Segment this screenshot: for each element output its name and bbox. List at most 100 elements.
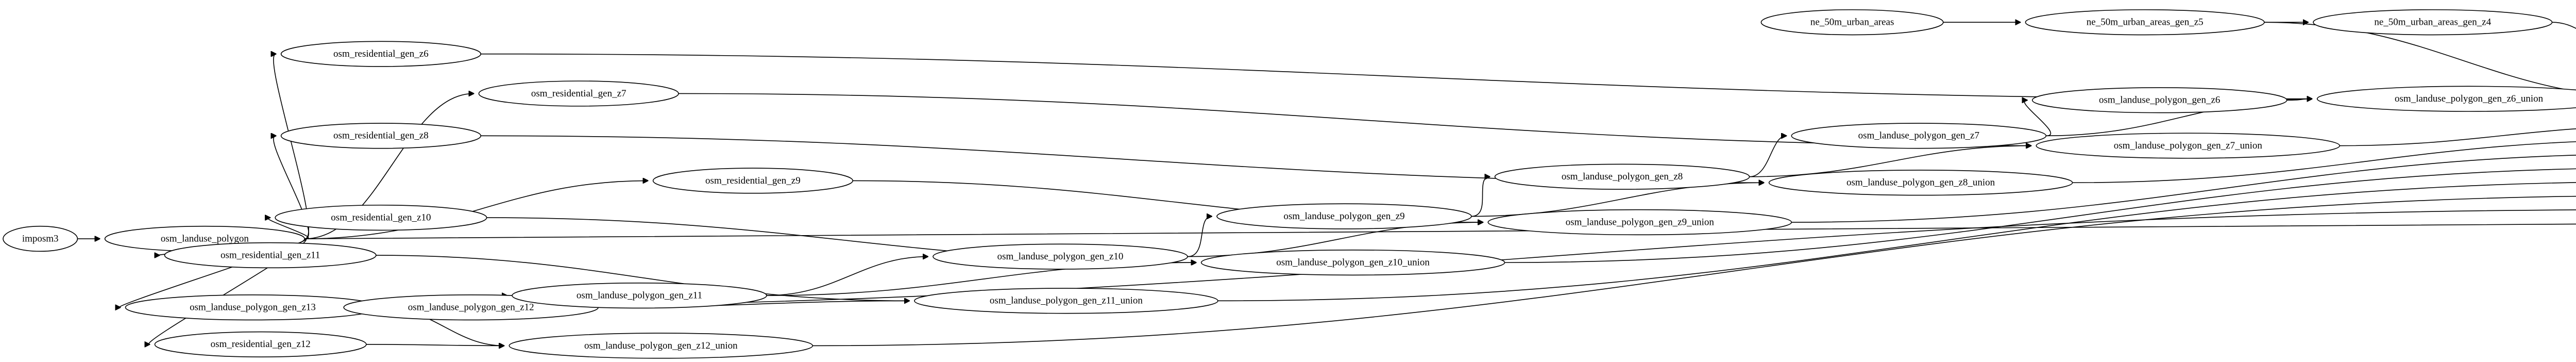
node-osm_landuse_polygon_gen_z8_union[interactable]: osm_landuse_polygon_gen_z8_union — [1768, 170, 2073, 196]
node-osm_landuse_polygon_gen_z9_union[interactable]: osm_landuse_polygon_gen_z9_union — [1487, 209, 1792, 236]
node-label: osm_residential_gen_z8 — [333, 130, 429, 141]
edge-osm_residential_gen_z7--to--osm_landuse_polygon_gen_z7_union — [678, 93, 2031, 145]
node-ellipse — [509, 333, 814, 359]
node-osm_landuse_polygon_gen_z11_union[interactable]: osm_landuse_polygon_gen_z11_union — [914, 288, 1218, 314]
node-label: osm_landuse_polygon — [161, 233, 249, 244]
edge-osm_landuse_polygon--to--osm_residential_gen_z9 — [304, 180, 648, 239]
node-label: osm_landuse_polygon_gen_z6 — [2099, 95, 2220, 106]
node-label: ne_50m_urban_areas — [1810, 17, 1894, 28]
node-label: osm_landuse_polygon_gen_z12 — [408, 302, 534, 313]
edge-osm_residential_gen_z12--to--osm_landuse_polygon_gen_z12_union — [366, 344, 504, 346]
edge-osm_landuse_polygon_gen_z8--to--osm_landuse_polygon_gen_z7 — [1749, 136, 1787, 177]
edge-osm_residential_gen_z11--to--osm_landuse_polygon_gen_z11_union — [376, 255, 909, 301]
node-label: ne_50m_urban_areas_gen_z4 — [2374, 17, 2491, 28]
edge-osm_landuse_polygon--to--osm_residential_gen_z7 — [304, 93, 473, 239]
node-ellipse — [1791, 123, 2047, 149]
node-label: osm_landuse_polygon_gen_z11 — [577, 290, 702, 301]
node-label: osm_landuse_polygon_gen_z10_union — [1276, 257, 1430, 268]
node-ellipse — [1494, 163, 1750, 190]
node-osm_residential_gen_z9[interactable]: osm_residential_gen_z9 — [652, 168, 853, 194]
edge-osm_landuse_polygon_gen_z9--to--osm_landuse_polygon_gen_z8 — [1471, 177, 1490, 217]
node-label: osm_residential_gen_z12 — [211, 339, 311, 350]
edge-osm_landuse_polygon_gen_z7_union--to--layer_landuse.z7 — [2340, 128, 2576, 146]
node-label: osm_landuse_polygon_gen_z8_union — [1846, 177, 1995, 188]
edge-osm_landuse_polygon_gen_z6--to--osm_landuse_polygon_gen_z6_union — [2286, 99, 2312, 101]
node-ellipse — [2031, 87, 2287, 113]
node-ellipse — [2036, 133, 2341, 159]
node-layer: imposm3 osm_landuse_polygon osm_residentia… — [3, 9, 2576, 359]
node-osm_landuse_polygon_gen_z11[interactable]: osm_landuse_polygon_gen_z11 — [512, 282, 767, 309]
node-ellipse — [280, 41, 482, 67]
node-ellipse — [164, 242, 377, 269]
node-osm_landuse_polygon_gen_z10_union[interactable]: osm_landuse_polygon_gen_z10_union — [1200, 249, 1505, 276]
node-ne_50m_urban_areas_gen_z4[interactable]: ne_50m_urban_areas_gen_z4 — [2313, 9, 2553, 36]
node-label: ne_50m_urban_areas_gen_z5 — [2087, 17, 2204, 28]
node-osm_residential_gen_z11[interactable]: osm_residential_gen_z11 — [164, 242, 377, 269]
node-ellipse — [1200, 249, 1505, 276]
node-label: osm_landuse_polygon_gen_z9_union — [1566, 217, 1715, 227]
edge-osm_landuse_polygon_gen_z9_union--to--layer_landuse.z9 — [1791, 155, 2576, 223]
node-label: osm_landuse_polygon_gen_z13 — [190, 302, 316, 313]
node-osm_landuse_polygon_gen_z12_union[interactable]: osm_landuse_polygon_gen_z12_union — [509, 333, 814, 359]
node-label: osm_landuse_polygon_gen_z11_union — [990, 295, 1143, 306]
node-osm_landuse_polygon_gen_z6_union[interactable]: osm_landuse_polygon_gen_z6_union — [2316, 86, 2576, 112]
node-label: osm_residential_gen_z9 — [705, 175, 801, 186]
node-ne_50m_urban_areas[interactable]: ne_50m_urban_areas — [1760, 9, 1944, 36]
node-label: imposm3 — [22, 233, 59, 244]
node-ellipse — [275, 204, 487, 231]
node-ellipse — [3, 225, 78, 252]
node-label: osm_landuse_polygon_gen_z9 — [1283, 211, 1404, 222]
edge-ne_50m_urban_areas_gen_z4--to--layer_landuse.z4 — [2552, 22, 2576, 29]
node-osm_landuse_polygon_gen_z6[interactable]: osm_landuse_polygon_gen_z6 — [2031, 87, 2287, 113]
node-osm_landuse_polygon_gen_z7_union[interactable]: osm_landuse_polygon_gen_z7_union — [2036, 133, 2341, 159]
edge-osm_landuse_polygon_gen_z7--to--osm_landuse_polygon_gen_z6 — [2024, 100, 2051, 137]
node-ellipse — [1487, 209, 1792, 236]
node-osm_residential_gen_z8[interactable]: osm_residential_gen_z8 — [280, 123, 482, 149]
edge-osm_landuse_polygon_gen_z11--to--osm_landuse_polygon_gen_z10 — [766, 257, 928, 296]
node-osm_residential_gen_z10[interactable]: osm_residential_gen_z10 — [275, 204, 487, 231]
node-osm_landuse_polygon_gen_z10[interactable]: osm_landuse_polygon_gen_z10 — [933, 243, 1188, 270]
node-ellipse — [2025, 9, 2265, 36]
node-label: osm_landuse_polygon_gen_z7 — [1858, 130, 1979, 141]
node-ellipse — [1760, 9, 1944, 36]
node-label: osm_landuse_polygon_gen_z10 — [997, 251, 1124, 262]
node-osm_landuse_polygon_gen_z8[interactable]: osm_landuse_polygon_gen_z8 — [1494, 163, 1750, 190]
node-ne_50m_urban_areas_gen_z5[interactable]: ne_50m_urban_areas_gen_z5 — [2025, 9, 2265, 36]
node-ellipse — [1768, 170, 2073, 196]
node-ellipse — [280, 123, 482, 149]
node-label: osm_landuse_polygon_gen_z6_union — [2395, 93, 2544, 104]
node-label: osm_landuse_polygon_gen_z12_union — [584, 340, 738, 351]
node-ellipse — [2313, 9, 2553, 36]
edge-osm_landuse_polygon_gen_z13--to--layer_landuse.z13 — [380, 209, 2576, 308]
edge-osm_landuse_polygon--to--osm_residential_gen_z8 — [274, 136, 309, 239]
edge-osm_landuse_polygon--to--layer_landuse.z14+ — [304, 223, 2576, 239]
node-osm_residential_gen_z7[interactable]: osm_residential_gen_z7 — [478, 80, 679, 107]
node-label: osm_residential_gen_z6 — [333, 48, 429, 59]
node-osm_residential_gen_z6[interactable]: osm_residential_gen_z6 — [280, 41, 482, 67]
node-ellipse — [914, 288, 1218, 314]
edge-osm_landuse_polygon_gen_z12_union--to--layer_landuse.z12 — [812, 195, 2576, 347]
edge-osm_landuse_polygon_gen_z10_union--to--layer_landuse.z10 — [1504, 168, 2576, 263]
node-label: osm_residential_gen_z10 — [331, 212, 431, 223]
node-osm_landuse_polygon_gen_z13[interactable]: osm_landuse_polygon_gen_z13 — [125, 294, 381, 321]
edge-osm_residential_gen_z6--to--osm_landuse_polygon_gen_z6_union — [481, 53, 2312, 99]
edge-osm_landuse_polygon_gen_z10--to--osm_landuse_polygon_gen_z9 — [1187, 217, 1212, 257]
node-ellipse — [2316, 86, 2576, 112]
edge-osm_landuse_polygon_gen_z8--to--osm_landuse_polygon_gen_z7_union — [1749, 146, 2031, 177]
node-ellipse — [154, 331, 367, 357]
node-label: osm_landuse_polygon_gen_z8 — [1562, 171, 1683, 182]
node-ellipse — [512, 282, 767, 309]
node-ellipse — [652, 168, 853, 194]
node-imposm3[interactable]: imposm3 — [3, 225, 78, 252]
node-ellipse — [478, 80, 679, 107]
node-osm_landuse_polygon_gen_z7[interactable]: osm_landuse_polygon_gen_z7 — [1791, 123, 2047, 149]
node-osm_residential_gen_z12[interactable]: osm_residential_gen_z12 — [154, 331, 367, 357]
node-label: osm_residential_gen_z7 — [531, 88, 626, 99]
node-label: osm_residential_gen_z11 — [221, 250, 320, 260]
node-ellipse — [933, 243, 1188, 270]
node-label: osm_landuse_polygon_gen_z7_union — [2114, 140, 2263, 151]
node-osm_landuse_polygon_gen_z9[interactable]: osm_landuse_polygon_gen_z9 — [1216, 203, 1472, 229]
edge-osm_landuse_polygon--to--osm_residential_gen_z10 — [268, 218, 309, 239]
